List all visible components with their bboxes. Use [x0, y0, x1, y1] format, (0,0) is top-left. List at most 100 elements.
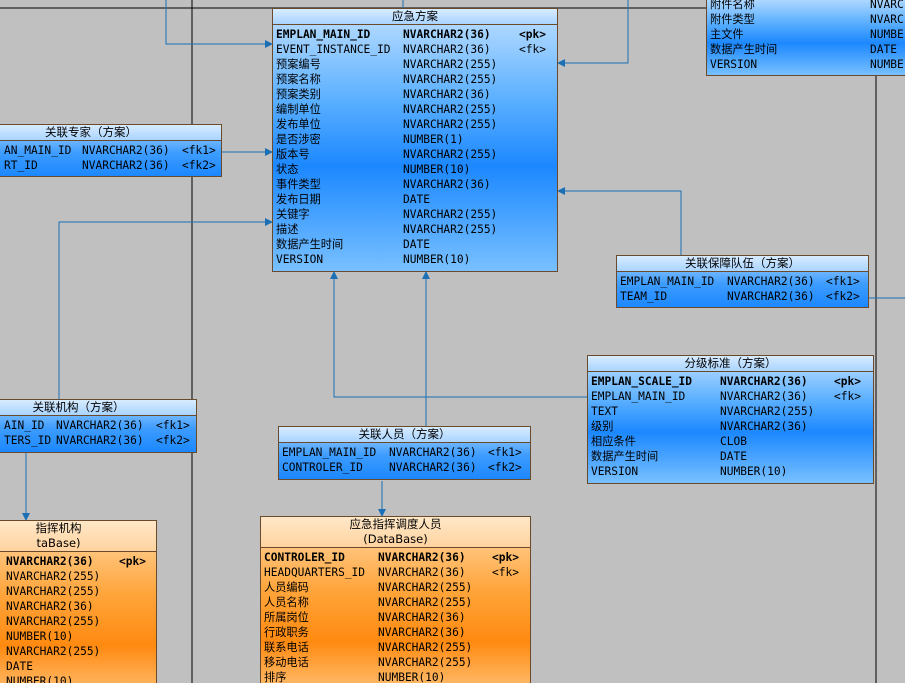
column-name: 版本号	[276, 148, 310, 161]
column-type: NVARCHAR2(255)	[378, 641, 473, 654]
column-type: DATE	[870, 43, 897, 56]
column-name: RT_ID	[4, 159, 38, 172]
column-key: <pk>	[834, 375, 861, 388]
column-type: NVARCHAR2(36)	[403, 178, 491, 191]
column-row: 所属岗位 NVARCHAR2(36)	[264, 610, 530, 625]
column-name: TERS_ID	[4, 434, 52, 447]
column-row: NVARCHAR2(255)	[0, 644, 156, 659]
column-type: NVARCHAR2(36)	[403, 28, 491, 41]
column-type: NVARCHAR2(255)	[403, 118, 498, 131]
column-type: NVARCHAR2(36)	[378, 566, 466, 579]
column-type: NVARCHAR2(255)	[378, 656, 473, 669]
column-name: 发布日期	[276, 193, 321, 206]
column-name: 数据产生时间	[710, 43, 778, 56]
column-name: 主文件	[710, 28, 744, 41]
column-type: NUMBER(10)	[6, 630, 74, 643]
column-type: NVARCHAR2(36)	[389, 446, 477, 459]
column-name: VERSION	[591, 465, 639, 478]
column-row: EVENT_INSTANCE_ID NVARCHAR2(36) <fk>	[276, 42, 557, 57]
column-name: AIN_ID	[4, 419, 45, 432]
column-name: 所属岗位	[264, 611, 309, 624]
column-name: 附件类型	[710, 13, 755, 26]
column-type: NVARCHAR2(36)	[56, 434, 144, 447]
column-name: 发布单位	[276, 118, 321, 131]
column-name: 人员名称	[264, 596, 309, 609]
entity-title-text: 应急方案	[392, 9, 438, 23]
column-type: NVARCHAR2(255)	[403, 58, 498, 71]
column-name: EMPLAN_MAIN_ID	[620, 275, 715, 288]
column-row: 数据产生时间 DATE	[710, 42, 905, 57]
entity-title: 关联保障队伍（方案）	[617, 256, 868, 272]
column-name: EMPLAN_SCALE_ID	[591, 375, 693, 388]
entity-title-text: 关联机构（方案）	[32, 400, 125, 414]
link-team-plan	[557, 187, 682, 255]
column-type: NVARCHAR2(255)	[6, 645, 101, 658]
column-type: NVARCHAR2(36)	[378, 611, 466, 624]
entity-subtitle: (DataBase)	[363, 532, 428, 546]
column-name: TEAM_ID	[620, 290, 668, 303]
column-row: 关键字 NVARCHAR2(255)	[276, 207, 557, 222]
column-row: TERS_ID NVARCHAR2(36) <fk2>	[0, 433, 196, 448]
link-scale-plan	[330, 271, 587, 398]
column-name: HEADQUARTERS_ID	[264, 566, 366, 579]
column-key: <fk2>	[156, 434, 190, 447]
column-key: <fk1>	[488, 446, 522, 459]
column-name: 关键字	[276, 208, 310, 221]
column-type: NVARCHAR2(36)	[403, 43, 491, 56]
column-type: NVARCHAR2(255)	[403, 208, 498, 221]
column-type: DATE	[403, 193, 430, 206]
column-name: 描述	[276, 223, 299, 236]
column-name: 数据产生时间	[591, 450, 659, 463]
column-type: NVARCHAR2(255)	[6, 585, 101, 598]
column-type: NUMBER(10)	[378, 671, 446, 683]
column-name: EVENT_INSTANCE_ID	[276, 43, 391, 56]
column-name: CONTROLER_ID	[264, 551, 345, 564]
column-key: <fk>	[519, 43, 546, 56]
column-name: CONTROLER_ID	[282, 461, 363, 474]
entity-title: 关联专家（方案）	[0, 125, 221, 141]
column-type: NVARCHAR2(255)	[403, 103, 498, 116]
column-name: EMPLAN_MAIN_ID	[282, 446, 377, 459]
column-type: NVARCHAR2(36)	[6, 555, 94, 568]
column-key: <fk2>	[488, 461, 522, 474]
column-row: NUMBER(10)	[0, 674, 156, 683]
column-name: 数据产生时间	[276, 238, 344, 251]
column-name: 状态	[276, 163, 299, 176]
column-type: NVARCHAR2(36)	[82, 159, 170, 172]
